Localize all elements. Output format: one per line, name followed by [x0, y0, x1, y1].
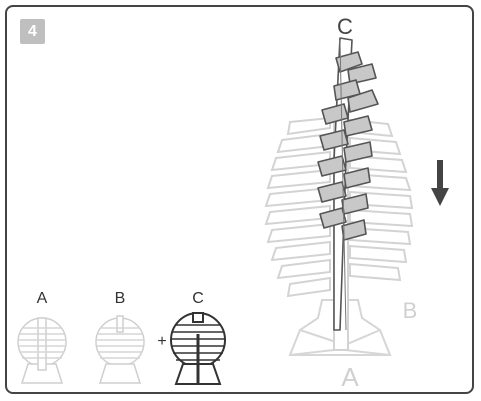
legend-label-b: B — [115, 290, 126, 307]
legend-piece-b — [96, 316, 144, 383]
legend-plus-sign: + — [157, 333, 166, 350]
legend-piece-a — [18, 318, 66, 383]
legend-piece-c — [171, 313, 225, 384]
label-part-a: A — [341, 362, 359, 392]
label-part-c: C — [337, 14, 353, 39]
label-part-b: B — [403, 298, 418, 323]
legend-label-c: C — [192, 290, 204, 307]
legend-label-a: A — [37, 290, 48, 307]
insert-direction-arrow-icon — [431, 160, 449, 206]
